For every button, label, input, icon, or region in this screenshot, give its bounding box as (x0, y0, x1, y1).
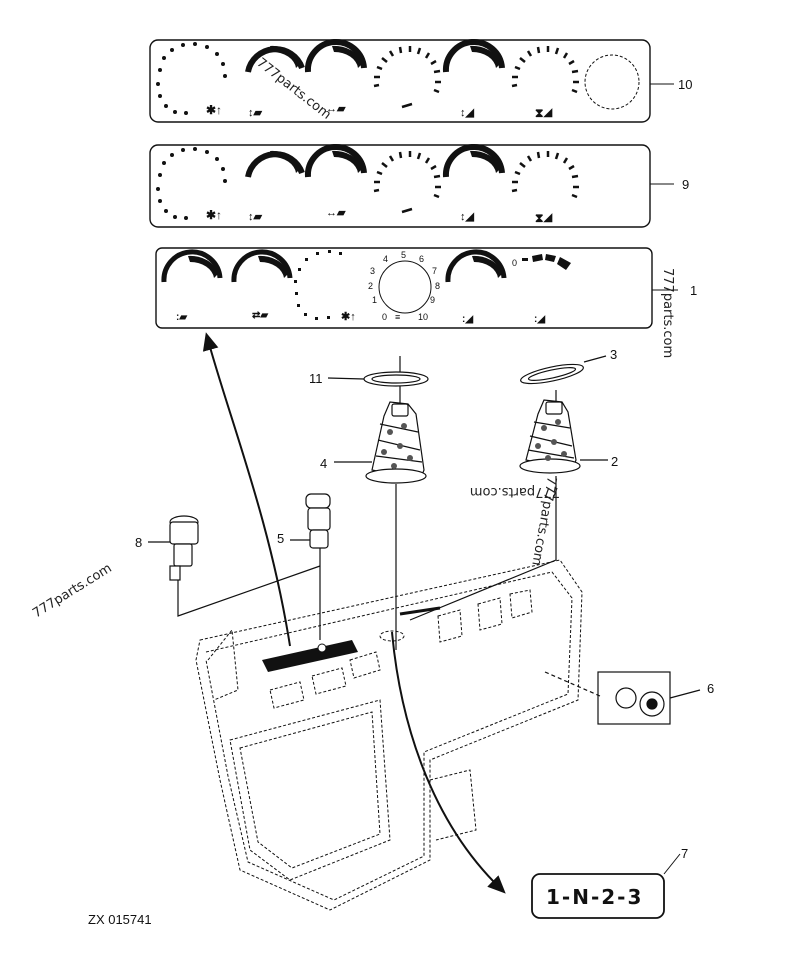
callout-10: 10 (678, 77, 692, 92)
dial-tick-8: 8 (435, 281, 440, 291)
dial-tick-4: 4 (383, 254, 388, 264)
panel-slot (262, 640, 358, 672)
dial-tick-6: 6 (419, 254, 424, 264)
dial-tick-1: 1 (372, 295, 377, 305)
gear-lever-boot-4 (334, 401, 427, 650)
svg-text:⧗◢: ⧗◢ (535, 106, 553, 120)
watermark-3: 777parts.com (470, 484, 560, 499)
watermark-1: 777parts.com (254, 55, 334, 122)
instrument-panel-9: ✱↑ ↕▰ ↔▰ ↕◢ ⧗◢ (149, 144, 674, 228)
callout-1: 1 (690, 283, 697, 298)
dial-tick-3: 3 (370, 266, 375, 276)
svg-text:⇄▰: ⇄▰ (252, 310, 268, 321)
dial-tick-5: 5 (401, 250, 406, 260)
gear-lever-boot-2 (409, 399, 608, 621)
callout-5: 5 (277, 531, 284, 546)
switch-8 (148, 515, 321, 617)
temperature-dial-2 (511, 46, 579, 94)
svg-text:↔▰: ↔▰ (326, 103, 346, 115)
blank-gauge-outline (584, 54, 640, 110)
svg-text:⧗◢: ⧗◢ (535, 211, 553, 225)
instrument-panel-1: :▰ ⇄▰ ✱↑ 0 1 2 3 4 5 6 7 8 9 10 ≡ (155, 247, 678, 329)
callout-8: 8 (135, 535, 142, 550)
dial-tick-2: 2 (368, 281, 373, 291)
svg-text::◢: :◢ (462, 314, 473, 325)
dial-tick-0: 0 (382, 312, 387, 322)
tachometer-dial: ✱↑ (156, 42, 227, 117)
svg-text:✱↑: ✱↑ (341, 311, 356, 323)
ignition-switch-6 (544, 671, 701, 725)
assembly-arrow-to-panel (202, 332, 291, 647)
svg-text:↕▰: ↕▰ (248, 107, 263, 119)
bulb-cover-3 (520, 355, 607, 404)
callout-4: 4 (320, 456, 327, 471)
callout-9: 9 (682, 177, 689, 192)
numbered-scale-dial: 0 1 2 3 4 5 6 7 8 9 10 ≡ (368, 250, 440, 322)
gear-pattern-text: 1-N-2-3 (546, 885, 643, 909)
bulb-cover-11 (327, 356, 429, 406)
svg-text::◢: :◢ (534, 314, 545, 325)
svg-text:↕▰: ↕▰ (248, 211, 263, 223)
dial-tick-10: 10 (418, 312, 428, 322)
svg-text:↕◢: ↕◢ (460, 107, 475, 119)
instrument-panel-10: ✱↑ ↕▰ ↔▰ ↕◢ ⧗◢ (149, 39, 674, 123)
svg-text::▰: :▰ (176, 312, 187, 323)
gear-pattern-label-7: 1-N-2-3 (531, 853, 681, 919)
callout-7: 7 (681, 846, 688, 861)
callout-2: 2 (611, 454, 618, 469)
callout-3: 3 (610, 347, 617, 362)
reference-code: ZX 015741 (88, 912, 152, 927)
dashboard-housing (195, 559, 583, 911)
callout-6: 6 (707, 681, 714, 696)
dial-tick-7: 7 (432, 266, 437, 276)
svg-text:✱↑: ✱↑ (206, 103, 222, 117)
dial-tick-9: 9 (430, 295, 435, 305)
svg-text:↕◢: ↕◢ (460, 211, 475, 223)
segmented-gauge-min: 0 (512, 258, 517, 268)
svg-text:✱↑: ✱↑ (206, 208, 222, 222)
watermark-4: 777parts.com (30, 561, 114, 621)
svg-text:↔▰: ↔▰ (326, 207, 346, 219)
temperature-dial-1 (373, 46, 441, 109)
arc-gauge-3 (442, 39, 505, 73)
segmented-gauge: 0 :◢ (512, 254, 571, 325)
bulb-holder-5 (290, 493, 331, 640)
watermark-2: 777parts.com (660, 268, 675, 358)
callout-11: 11 (309, 371, 323, 386)
assembly-arrow-to-gear-label (391, 631, 506, 894)
arc-gauge-2 (304, 39, 367, 73)
svg-text:≡: ≡ (395, 312, 400, 322)
